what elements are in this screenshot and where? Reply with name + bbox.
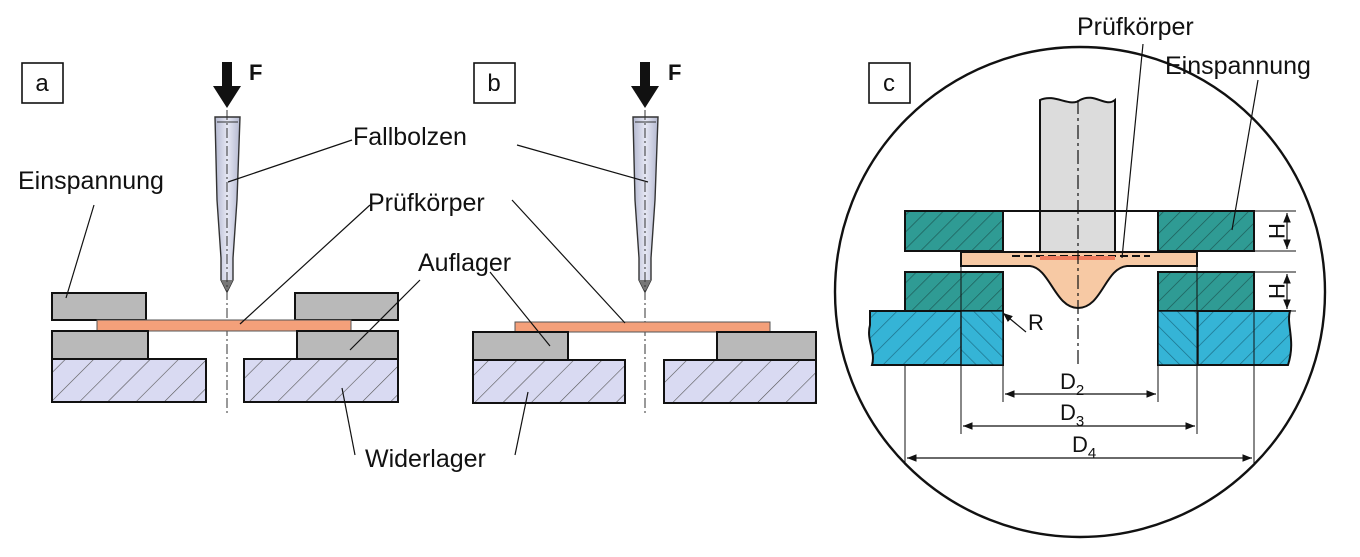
leader-pruefkoerper-c — [1121, 43, 1144, 259]
label-h-upper: H — [1264, 223, 1289, 239]
labels-ab — [65, 139, 649, 456]
panel-a-frame — [21, 62, 64, 104]
pruefkoerper-b — [514, 321, 771, 333]
label-einspannung: Einspannung — [18, 167, 164, 195]
panel-c: c H H — [833, 13, 1327, 539]
widerlager-right-a — [243, 358, 399, 403]
auflager-left-b — [472, 331, 569, 361]
label-pruefkoerper-c: Prüfkörper — [1077, 13, 1194, 41]
label-r: R — [1028, 310, 1044, 335]
widerlager-left-a — [51, 358, 207, 403]
force-arrow-b — [631, 62, 659, 108]
label-widerlager: Widerlager — [365, 445, 486, 473]
einspannung-lower-left-c — [904, 271, 1004, 312]
base-inner-left-c — [960, 310, 1004, 366]
widerlager-left-b — [472, 359, 626, 404]
base-inner-right-c — [1157, 310, 1199, 366]
widerlager-right-b — [663, 359, 817, 404]
label-auflager: Auflager — [418, 249, 511, 277]
radius-leader — [1002, 312, 1027, 333]
force-label-b: F — [668, 60, 681, 85]
punch-c — [1039, 96, 1116, 253]
panel-c-letter: c — [883, 70, 895, 97]
label-einspannung-c: Einspannung — [1165, 52, 1311, 80]
auflager-left-a — [51, 330, 149, 360]
label-d2: D2 — [1060, 369, 1084, 399]
panel-a-letter: a — [35, 70, 49, 97]
force-label-a: F — [249, 60, 262, 85]
einspannung-lower-right-c — [1157, 271, 1255, 312]
auflager-right-b — [716, 331, 817, 361]
label-h-lower: H — [1264, 283, 1289, 299]
panel-c-frame — [868, 62, 911, 104]
label-d3: D3 — [1060, 400, 1084, 430]
panel-b: b F — [472, 60, 817, 415]
panel-a: a F — [21, 60, 399, 415]
leader-einspannung-c — [1231, 79, 1259, 231]
dimension-lines-c — [904, 266, 1255, 465]
dimension-h-lower — [1254, 271, 1296, 312]
dimension-h-upper — [1254, 210, 1296, 252]
force-arrow-a — [213, 62, 241, 108]
label-pruefkoerper: Prüfkörper — [368, 189, 485, 217]
einspannung-upper-right-c — [1157, 210, 1255, 252]
label-d4: D4 — [1072, 432, 1096, 462]
label-fallbolzen: Fallbolzen — [353, 123, 467, 151]
einspannung-upper-left-c — [904, 210, 1004, 252]
auflager-right-a — [296, 330, 399, 360]
detail-circle — [833, 45, 1327, 539]
panel-b-letter: b — [487, 70, 500, 97]
einspannung-right-a — [294, 292, 399, 321]
panel-b-frame — [473, 62, 516, 104]
pruefkoerper-a — [96, 319, 352, 332]
